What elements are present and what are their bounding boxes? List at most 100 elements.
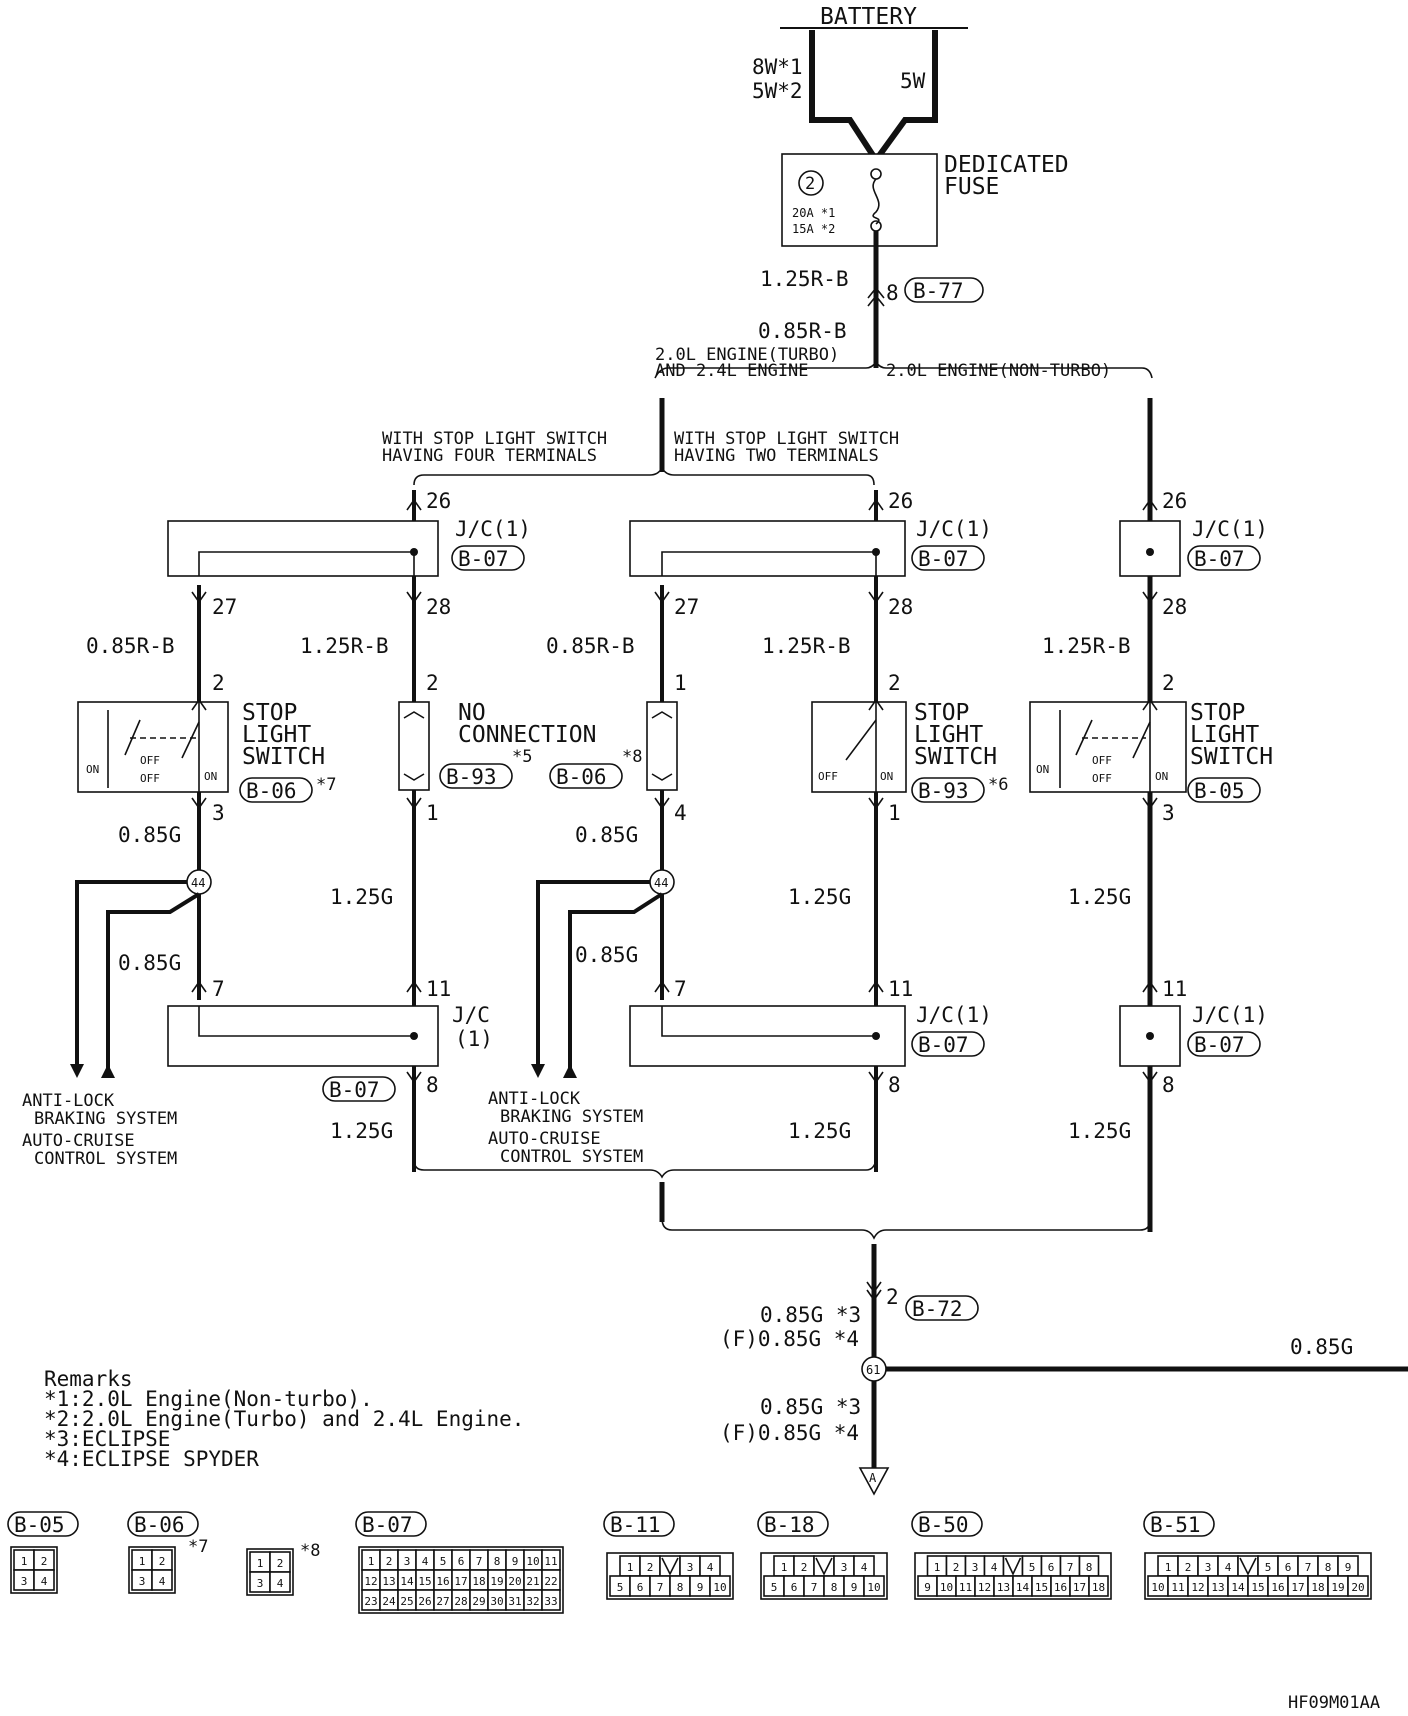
connector-pin-number: 13: [997, 1581, 1010, 1594]
connector-pin-number: 4: [707, 1561, 714, 1574]
pin-8: 8: [426, 1073, 439, 1097]
switch-off-label: OFF: [1092, 754, 1112, 767]
face-label-b50: B-50: [918, 1513, 969, 1537]
connector-pin-number: 2: [41, 1555, 48, 1568]
pin-2: 2: [1162, 671, 1175, 695]
connector-pin-number: 16: [436, 1575, 449, 1588]
connector-cavity: [709, 1575, 731, 1597]
connector-pin-number: 14: [1231, 1581, 1245, 1594]
connector-key: [661, 1557, 679, 1576]
connector-b72: B-72: [912, 1297, 963, 1321]
battery-wire-right: 5W: [900, 69, 926, 93]
wire-085g: 0.85G: [575, 823, 638, 847]
target-abs-2: BRAKING SYSTEM: [34, 1109, 177, 1129]
connector-cavity: [1347, 1575, 1369, 1597]
connector-b93: B-93: [446, 765, 497, 789]
connector-faces: B-05 B-06 *7 *8 B-07 B-11 B-18 B-50 B-51…: [7, 1511, 1372, 1614]
switch-label-3: SWITCH: [1190, 744, 1273, 770]
connector-pin-number: 11: [959, 1581, 972, 1594]
wire-085g-3: 0.85G *3: [760, 1303, 861, 1327]
switch-on-label: ON: [880, 770, 893, 783]
connector-pin-number: 17: [1291, 1581, 1304, 1594]
pin-8: 8: [1162, 1073, 1175, 1097]
connector-pin-number: 3: [687, 1561, 694, 1574]
connector-cavity: [151, 1569, 173, 1591]
target-abs-2: BRAKING SYSTEM: [500, 1107, 643, 1127]
connector-b07: B-07: [1194, 547, 1245, 571]
connector-pin-number: 7: [476, 1555, 483, 1568]
pin-28: 28: [426, 595, 451, 619]
connector-b07: B-07: [1194, 1033, 1245, 1057]
branch-turbo-1: 2.0L ENGINE(TURBO): [655, 345, 839, 365]
connector-pin-number: 2: [386, 1555, 393, 1568]
fuse-number: 2: [805, 174, 815, 194]
jc-label: J/C(1): [916, 1003, 992, 1027]
switch-on-label: ON: [204, 770, 217, 783]
connector-pin-number: 6: [791, 1581, 798, 1594]
connector-pin-number: 10: [940, 1581, 953, 1594]
connector-pin-number: 4: [422, 1555, 429, 1568]
connector-pin-number: 15: [1251, 1581, 1264, 1594]
remark-3: *3:ECLIPSE: [44, 1427, 170, 1451]
face-label-b07: B-07: [362, 1513, 413, 1537]
connector-pin-number: 6: [637, 1581, 644, 1594]
connector-pin-number: 5: [1265, 1561, 1272, 1574]
connector-pin-number: 2: [801, 1561, 808, 1574]
branch-turbo-2: AND 2.4L ENGINE: [655, 361, 809, 381]
branch-nonturbo: 2.0L ENGINE(NON-TURBO): [886, 361, 1111, 381]
connector-pin-number: 8: [1325, 1561, 1332, 1574]
connector-pin-number: 20: [1351, 1581, 1364, 1594]
pin-1: 1: [674, 671, 687, 695]
connector-pin-number: 1: [1165, 1561, 1172, 1574]
branch-labels: 2.0L ENGINE(TURBO) AND 2.4L ENGINE 2.0L …: [382, 345, 1153, 1232]
switch-on-label: ON: [86, 763, 99, 776]
connector-pin-number: 5: [1029, 1561, 1036, 1574]
connector-pin-number: 16: [1054, 1581, 1067, 1594]
target-cruise-2: CONTROL SYSTEM: [34, 1149, 177, 1169]
pin-26: 26: [888, 489, 913, 513]
wire-085g: 0.85G: [118, 951, 181, 975]
switch-label-2: LIGHT: [242, 722, 311, 748]
connector-pin-number: 18: [472, 1575, 485, 1588]
connector-cavity: [541, 1589, 561, 1611]
jc-label: J/C(1): [455, 517, 531, 541]
switch-label-3: SWITCH: [914, 744, 997, 770]
connector-pin-number: 2: [647, 1561, 654, 1574]
connector-pin-number: 19: [490, 1575, 503, 1588]
no-connection-2: CONNECTION: [458, 722, 596, 748]
connector-pin-number: 5: [440, 1555, 447, 1568]
connector-pin-number: 18: [1092, 1581, 1105, 1594]
wire-085rb: 0.85R-B: [546, 634, 635, 658]
pin-27: 27: [674, 595, 699, 619]
wire-125g: 1.25G: [1068, 1119, 1131, 1143]
wire-085g-right: 0.85G: [1290, 1335, 1353, 1359]
connector-pin-number: 26: [418, 1595, 431, 1608]
pin-3: 3: [1162, 801, 1175, 825]
switch-off-label: OFF: [818, 770, 838, 783]
connector-pin-number: 1: [368, 1555, 375, 1568]
connector-b07: B-07: [329, 1078, 380, 1102]
connector-pin-number: 3: [21, 1575, 28, 1588]
pin-11: 11: [1162, 977, 1187, 1001]
branch-four-1: WITH STOP LIGHT SWITCH: [382, 429, 607, 449]
jc-label: J/C(1): [916, 517, 992, 541]
diagram-code: HF09M01AA: [1288, 1693, 1380, 1713]
wire-125g: 1.25G: [1068, 885, 1131, 909]
connector-pin-number: 29: [472, 1595, 485, 1608]
main-trunk: 1.25R-B 0.85R-B 8 B-77: [758, 231, 984, 368]
pin-27: 27: [212, 595, 237, 619]
connector-pin-number: 1: [627, 1561, 634, 1574]
connector-pin-number: 1: [139, 1555, 146, 1568]
connector-pin-number: 21: [526, 1575, 539, 1588]
wire-085rb: 0.85R-B: [86, 634, 175, 658]
wire-125g: 1.25G: [330, 885, 393, 909]
connector-pin-number: 3: [257, 1577, 264, 1590]
connector-pin-number: 14: [400, 1575, 414, 1588]
wire-arrows: [191, 498, 1158, 1084]
connector-pin-number: 1: [21, 1555, 28, 1568]
switch-on-label: ON: [1155, 770, 1168, 783]
switch-off-label: OFF: [140, 754, 160, 767]
connector-pin-number: 4: [277, 1577, 284, 1590]
connector-pin-number: 10: [526, 1555, 539, 1568]
wire-125rb: 1.25R-B: [300, 634, 389, 658]
